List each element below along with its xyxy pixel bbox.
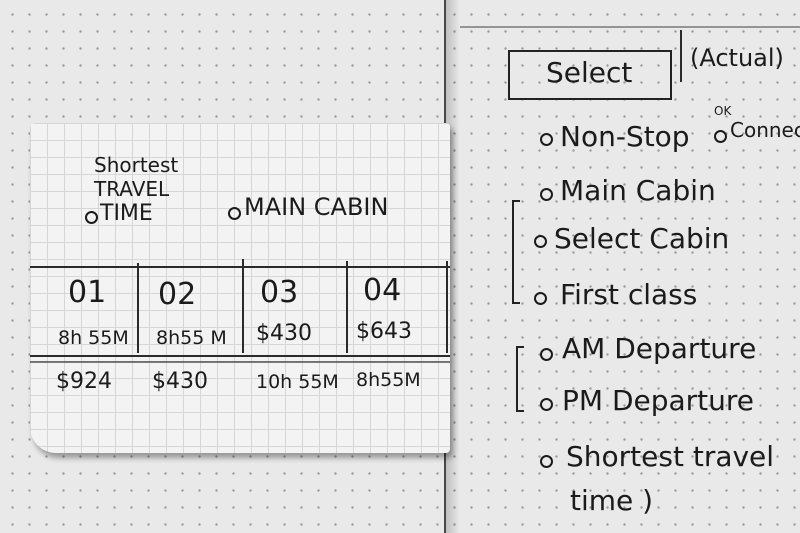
col2-row2: $430 — [152, 369, 208, 394]
shortest-line-1: Shortest — [94, 153, 179, 177]
shortest-line-3: TIME — [100, 201, 153, 226]
grid-mid-line — [30, 355, 450, 357]
col1-row2: $924 — [56, 369, 112, 394]
departure-option-2: PM Departure — [562, 384, 755, 417]
nonstop-label: Non-Stop — [560, 120, 690, 153]
grid-divider-1 — [137, 263, 139, 353]
main-cabin-label: MAIN CABIN — [244, 193, 389, 221]
cabin-option-1: Main Cabin — [560, 174, 716, 207]
actual-note: (Actual) — [690, 44, 784, 72]
grid-top-line — [30, 266, 450, 268]
connecting-label: Connecty — [730, 118, 800, 142]
radio-select-cabin — [534, 235, 547, 248]
page-edge-line — [460, 26, 800, 28]
shortest-line-2: TRAVEL — [94, 177, 170, 201]
shortest-option-line-1: Shortest travel — [566, 440, 775, 473]
radio-main-cabin — [228, 207, 241, 220]
col1-row1: 8h 55M — [58, 327, 129, 349]
cabin-bracket — [512, 200, 520, 304]
departure-option-1: AM Departure — [562, 332, 757, 365]
radio-first-class — [534, 292, 547, 305]
radio-pm — [540, 398, 553, 411]
shortest-option-line-2: time ) — [570, 484, 654, 517]
radio-am — [540, 348, 553, 361]
col-num-1: 01 — [68, 275, 107, 310]
col-num-4: 04 — [363, 273, 402, 308]
col-num-2: 02 — [158, 277, 197, 312]
grid-divider-4 — [446, 261, 448, 353]
radio-nonstop — [540, 133, 553, 146]
cabin-option-2: Select Cabin — [554, 222, 730, 255]
col3-row1: $430 — [256, 321, 312, 346]
grid-mid-line-2 — [30, 361, 450, 363]
sketch-card: Shortest TRAVEL TIME MAIN CABIN 01 02 03… — [30, 123, 450, 453]
col3-row2: 10h 55M — [256, 371, 339, 393]
grid-divider-2 — [242, 259, 244, 353]
grid-divider-3 — [346, 261, 348, 353]
radio-main-cabin-r — [540, 188, 553, 201]
departure-bracket — [516, 346, 524, 412]
radio-shortest — [85, 211, 98, 224]
select-label: Select — [546, 56, 633, 89]
select-button-sketch — [508, 50, 672, 100]
cabin-option-3: First class — [560, 278, 698, 311]
radio-connecting — [714, 130, 727, 143]
ok-note: OK — [714, 104, 732, 118]
col2-row1: 8h55 M — [156, 327, 227, 349]
cursor-mark — [680, 30, 682, 82]
col4-row2: 8h55M — [356, 369, 421, 391]
radio-shortest-r — [540, 455, 553, 468]
col4-row1: $643 — [356, 319, 412, 344]
col-num-3: 03 — [260, 275, 299, 310]
